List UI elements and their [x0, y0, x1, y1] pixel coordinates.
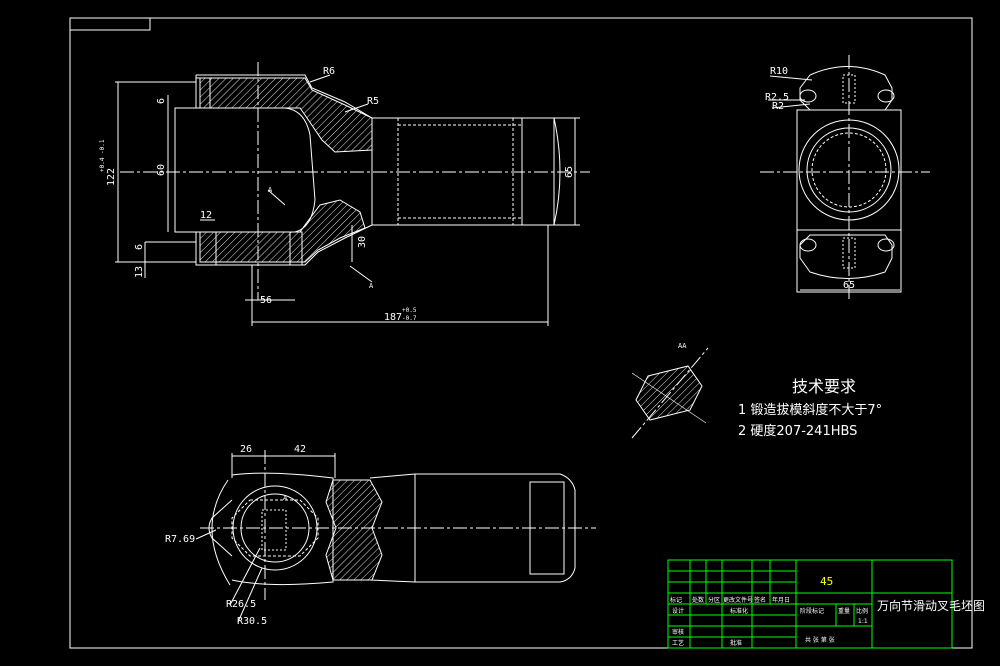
side-d65-label: 65	[843, 280, 855, 291]
section-aa-view: AA	[631, 342, 709, 439]
section-aa-label: AA	[678, 342, 687, 350]
title-block-text: 45 万向节滑动叉毛坯图 1:1 标记 处数 分区 更改文件号 签名 年月日 设…	[670, 575, 985, 647]
side-view-labels: R10 R2.5 R2 65	[765, 66, 855, 291]
title-block	[667, 559, 953, 649]
bottom-r265-label: R26.5	[226, 599, 256, 610]
tb-r4c1: 工艺	[672, 639, 684, 647]
bottom-r769-label: R7.69	[165, 534, 195, 545]
drawing-border	[69, 17, 973, 649]
tb-r1c4: 更改文件号	[723, 596, 753, 604]
front-d13-label: 13	[134, 266, 145, 278]
bottom-r305-label: R30.5	[237, 616, 267, 627]
tech-req-item-1: 1 锻造拔模斜度不大于7°	[738, 402, 882, 418]
tech-req-item-2: 2 硬度207-241HBS	[738, 423, 857, 439]
front-yoke-hatch-bottom	[199, 199, 366, 263]
tb-r2c2: 标准化	[730, 607, 748, 615]
title-block-part-name: 万向节滑动叉毛坯图	[877, 598, 985, 613]
tb-r2c1: 设计	[672, 607, 684, 615]
front-section-a-label-1: A	[268, 186, 273, 194]
front-d122-tol-label: +0.4 -0.1	[99, 139, 106, 172]
tb-r1c5: 签名	[754, 596, 766, 604]
side-view	[760, 55, 930, 300]
side-r25-label: R2.5	[765, 92, 789, 103]
front-d30-label: 30	[357, 236, 368, 248]
front-r5-label: R5	[367, 96, 379, 107]
front-d187-tol-dn: -0.7	[402, 315, 417, 322]
tb-r2c4: 重量	[838, 607, 850, 615]
tb-r1c3: 分区	[708, 596, 720, 604]
front-d12-label: 12	[200, 210, 212, 221]
technical-requirements: 技术要求 1 锻造拔模斜度不大于7° 2 硬度207-241HBS	[738, 377, 882, 439]
bottom-view-labels: 26 42 R7.69 R26.5 R30.5 A	[165, 444, 306, 627]
front-d187-label: 187	[384, 312, 402, 323]
front-r6-label: R6	[323, 66, 335, 77]
tb-r4c3: 共 张 第 张	[805, 636, 835, 644]
tech-req-title: 技术要求	[792, 377, 856, 396]
front-d122-label: 122	[106, 168, 117, 186]
front-view-labels: R6 R5 6 60 122 +0.4 -0.1 65 12 6 13 30 5…	[99, 66, 575, 323]
tb-r2c5: 比例	[856, 607, 868, 615]
tb-r3c1: 审核	[672, 628, 684, 636]
front-d65-label: 65	[564, 166, 575, 178]
tb-r1c1: 标记	[670, 596, 682, 604]
front-section-a-label-2: A	[369, 282, 374, 290]
front-yoke-hatch-top	[199, 77, 373, 153]
bottom-d26-label: 26	[240, 444, 252, 455]
front-d6-top-label: 6	[156, 98, 167, 104]
tb-r2c3: 阶段标记	[800, 607, 824, 615]
front-d6-bottom-label: 6	[134, 244, 145, 250]
tb-r1c6: 年月日	[772, 596, 790, 604]
front-view	[115, 62, 590, 326]
front-d187-tol-up: +0.5	[402, 307, 417, 314]
tb-r1c2: 处数	[692, 596, 704, 604]
tb-r4c2: 批准	[730, 639, 742, 647]
bottom-view	[195, 450, 596, 623]
side-r10-label: R10	[770, 66, 788, 77]
bottom-section-a-label: A	[283, 494, 288, 502]
title-block-scale: 1:1	[858, 618, 868, 625]
front-d56-label: 56	[260, 295, 272, 306]
bottom-d42-label: 42	[294, 444, 306, 455]
title-block-material: 45	[820, 575, 833, 588]
front-d60-label: 60	[156, 164, 167, 176]
side-r2-label: R2	[772, 101, 784, 112]
